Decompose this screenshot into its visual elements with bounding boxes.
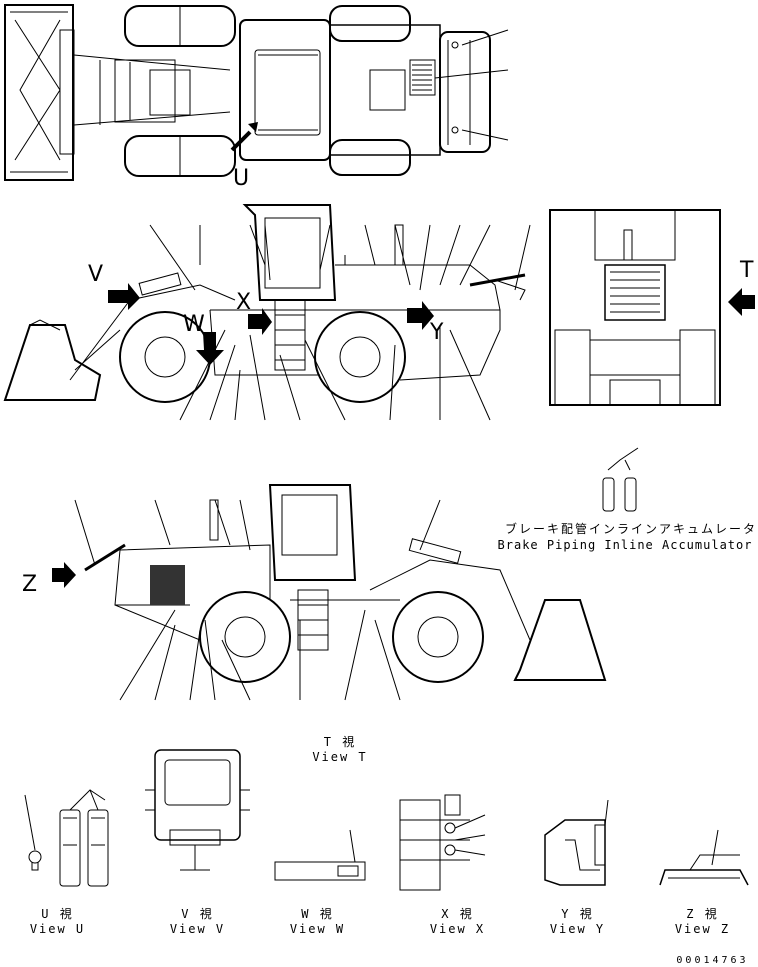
- view-w-arrow-label: W: [183, 312, 205, 337]
- accumulator-detail: [603, 448, 638, 511]
- accumulator-label-en: Brake Piping Inline Accumulator: [497, 538, 753, 552]
- view-t-caption-jp: T 視: [323, 735, 357, 749]
- view-w-detail: [275, 830, 365, 880]
- view-w-caption-jp: W 視: [301, 907, 334, 921]
- view-x-arrow-label: X: [236, 290, 252, 315]
- right-side-view: [52, 485, 605, 700]
- view-u-arrow-label: U: [233, 166, 250, 191]
- view-y-caption-jp: Y 視: [561, 907, 594, 921]
- top-plan-view: [5, 5, 508, 180]
- view-z-caption-jp: Z 視: [686, 907, 719, 921]
- view-u-caption-en: View U: [29, 922, 86, 936]
- front-view: [550, 210, 755, 405]
- view-v-caption-en: View V: [169, 922, 226, 936]
- view-w-caption-en: View W: [289, 922, 346, 936]
- view-v-arrow-label: V: [88, 262, 104, 287]
- accumulator-label-jp: ブレーキ配管インラインアキュムレータ: [505, 522, 758, 536]
- view-v-caption-jp: V 視: [181, 907, 214, 921]
- view-x-caption-jp: X 視: [441, 907, 474, 921]
- view-z-arrow-label: Z: [22, 572, 38, 597]
- view-v-detail: [145, 750, 250, 870]
- view-x-detail: [400, 795, 485, 890]
- view-x-caption-en: View X: [429, 922, 486, 936]
- view-z-caption-en: View Z: [674, 922, 731, 936]
- view-u-caption-jp: U 視: [41, 907, 74, 921]
- view-u-detail: [25, 790, 108, 886]
- left-side-view: [5, 205, 530, 420]
- view-y-caption-en: View Y: [549, 922, 606, 936]
- view-z-detail: [660, 830, 748, 885]
- view-t-caption-en: View T: [312, 750, 368, 764]
- drawing-number: 00014763: [676, 955, 749, 966]
- view-y-detail: [545, 800, 608, 885]
- view-y-arrow-label: Y: [430, 320, 444, 345]
- view-t-arrow-label: T: [740, 258, 754, 283]
